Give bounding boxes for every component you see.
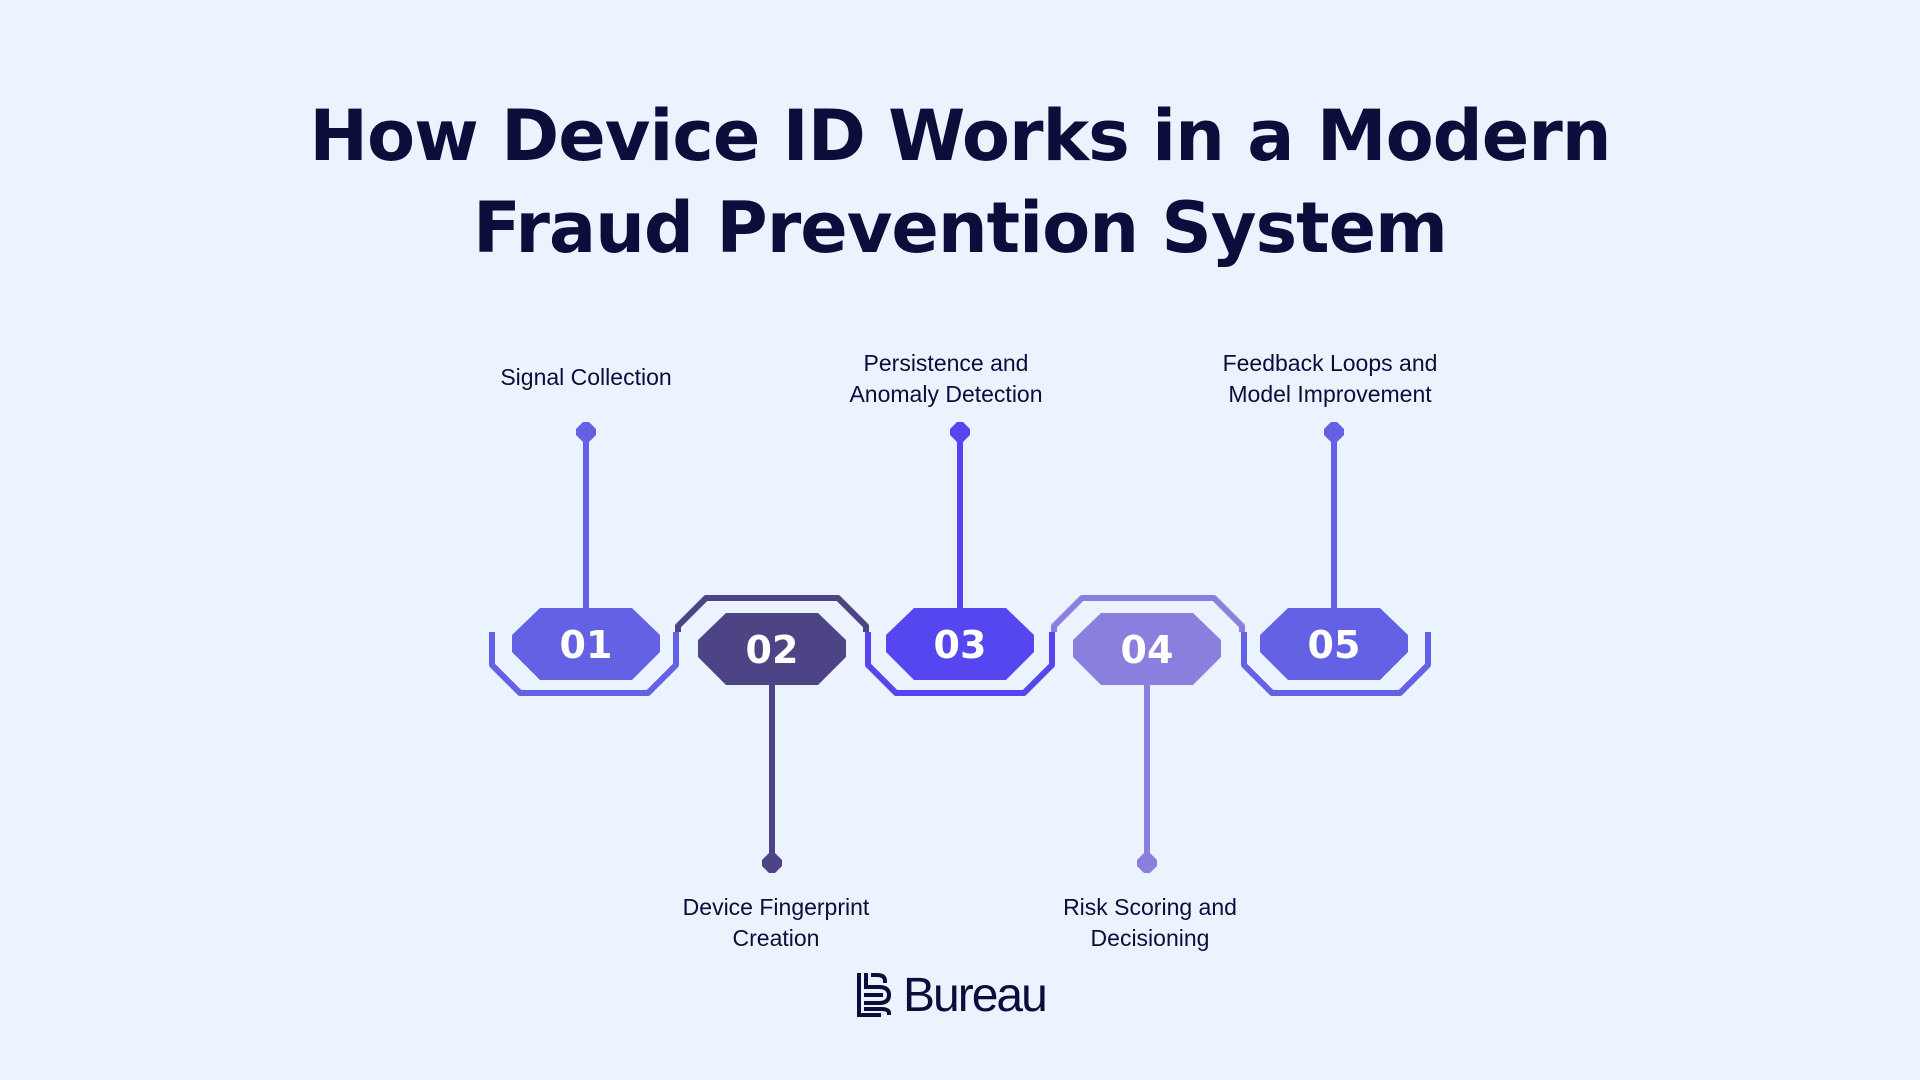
step-01-connector-dot [576, 422, 596, 442]
step-05-label-line-1: Feedback Loops and [1222, 350, 1438, 376]
step-01-bracket [489, 632, 679, 696]
step-02: 02 [675, 595, 869, 873]
step-04-number: 04 [1121, 628, 1174, 672]
step-03-bracket [865, 632, 1055, 696]
step-05-connector-dot [1324, 422, 1344, 442]
step-05-badge [1260, 608, 1408, 680]
page-title: How Device ID Works in a Modern Fraud Pr… [0, 90, 1920, 274]
step-02-number: 02 [746, 628, 799, 672]
brand-logo: Bureau [855, 968, 1048, 1022]
step-03-connector-dot [950, 422, 970, 442]
step-04-label: Risk Scoring and Decisioning [1000, 892, 1300, 954]
step-01-badge [512, 608, 660, 680]
step-03-label-line-2: Anomaly Detection [849, 381, 1043, 407]
step-02-bracket [675, 595, 869, 632]
step-01-label-line-1: Signal Collection [500, 364, 672, 390]
step-04: 04 [1051, 595, 1245, 873]
step-04-bracket [1051, 595, 1245, 632]
step-05-number: 05 [1308, 623, 1361, 667]
title-line-1: How Device ID Works in a Modern [309, 95, 1611, 177]
step-03-badge [886, 608, 1034, 680]
step-02-label: Device Fingerprint Creation [626, 892, 926, 954]
step-02-label-line-2: Creation [732, 925, 820, 951]
step-01-number: 01 [560, 623, 613, 667]
step-03-label: Persistence and Anomaly Detection [796, 348, 1096, 410]
step-03: 03 [865, 422, 1055, 696]
step-05: 05 [1241, 422, 1431, 696]
step-04-badge [1073, 613, 1221, 685]
step-04-label-line-1: Risk Scoring and [1063, 894, 1237, 920]
step-05-bracket [1241, 632, 1431, 696]
bureau-logo-icon [857, 973, 892, 1017]
step-05-label: Feedback Loops and Model Improvement [1180, 348, 1480, 410]
step-02-label-line-1: Device Fingerprint [682, 894, 870, 920]
step-02-badge [698, 613, 846, 685]
brand-name: Bureau [903, 968, 1048, 1022]
step-05-label-line-2: Model Improvement [1228, 381, 1432, 407]
step-01: 01 [489, 422, 679, 696]
title-line-2: Fraud Prevention System [473, 187, 1448, 269]
step-04-label-line-2: Decisioning [1090, 925, 1210, 951]
step-04-connector-dot [1137, 853, 1157, 873]
step-03-label-line-1: Persistence and [863, 350, 1029, 376]
step-02-connector-dot [762, 853, 782, 873]
step-03-number: 03 [934, 623, 987, 667]
step-01-label: Signal Collection [436, 362, 736, 393]
